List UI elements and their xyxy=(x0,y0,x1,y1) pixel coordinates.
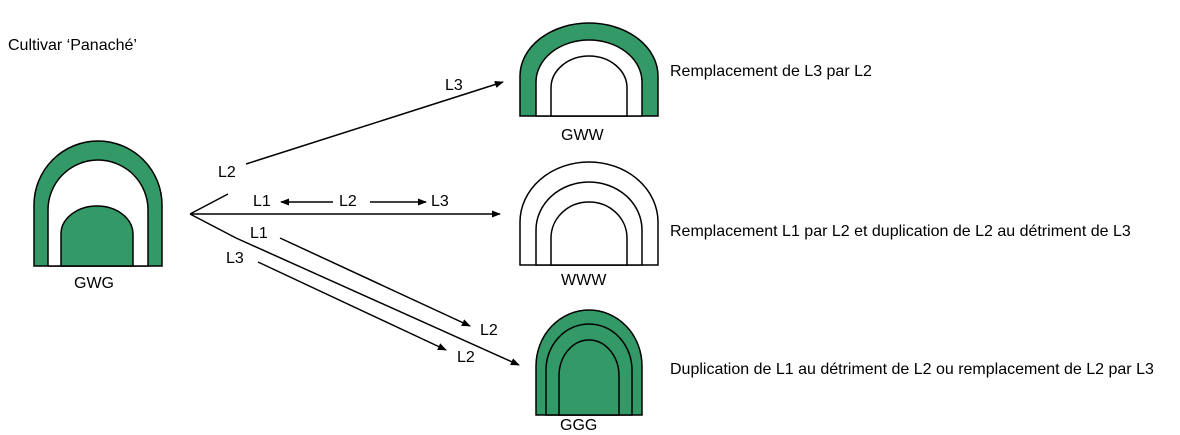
description-bottom: Duplication de L1 au détriment de L2 ou … xyxy=(670,361,1154,378)
arrow-label-top-end: L3 xyxy=(445,77,463,94)
chimera-label-top: GWW xyxy=(561,127,604,144)
arrow-low-3 xyxy=(235,237,520,366)
chimera-top-gww xyxy=(519,22,659,117)
description-top: Remplacement de L3 par L2 xyxy=(670,63,872,80)
top-layer-l3 xyxy=(550,55,628,117)
middle-layer-l3 xyxy=(550,201,628,266)
arrow-label-mid-l3: L3 xyxy=(431,193,449,210)
arrow-label-mid-l1: L1 xyxy=(253,193,271,210)
description-middle: Remplacement L1 par L2 et duplication de… xyxy=(670,223,1131,240)
arrow-low-1 xyxy=(279,237,471,327)
chimera-source-gwg xyxy=(33,140,163,267)
arrow-label-mid-l2: L2 xyxy=(339,193,357,210)
arrow-label-top-start: L2 xyxy=(218,164,236,181)
bottom-layer-l3 xyxy=(558,339,620,416)
arrow-label-low1-end: L2 xyxy=(480,322,498,339)
chimera-label-source: GWG xyxy=(74,275,114,292)
chimera-label-bottom: GGG xyxy=(560,417,598,434)
source-layer-l3 xyxy=(60,205,134,267)
chimera-bottom-ggg xyxy=(535,309,643,416)
arrow-label-low2-end: L2 xyxy=(457,349,475,366)
chimera-label-middle: WWW xyxy=(561,272,607,289)
arrow-low-2 xyxy=(257,261,447,351)
arrow-label-low2-start: L3 xyxy=(226,250,244,267)
arrow-label-low1-start: L1 xyxy=(250,225,268,242)
arrow-top xyxy=(245,81,504,165)
connector-to-top xyxy=(189,193,229,215)
chimera-middle-www xyxy=(519,161,659,266)
diagram-title: Cultivar ‘Panaché’ xyxy=(8,37,137,54)
connector-to-bottom xyxy=(189,213,237,239)
